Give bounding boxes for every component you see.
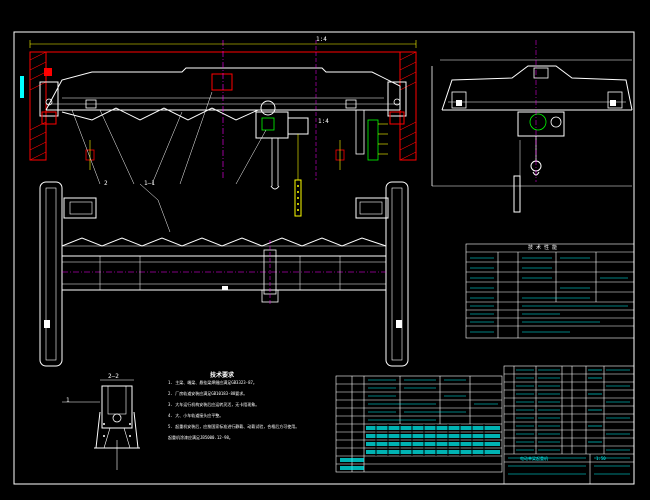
- material-table-dense: [340, 426, 500, 470]
- title-block-scale: 1:50: [596, 456, 606, 461]
- notes-block: 1. 主梁、端梁、悬挂梁焊缝应满足GB3323-87。 2. 厂房轨道安装应满足…: [168, 380, 332, 446]
- notes-title: 技术要求: [210, 372, 235, 379]
- material-table-dividers: [375, 424, 485, 456]
- parts-list-grid: [503, 365, 635, 485]
- detail-section: [62, 379, 140, 470]
- note-line: 1. 主梁、端梁、悬挂梁焊缝应满足GB3323-87。: [168, 380, 257, 385]
- side-elevation: [431, 40, 633, 213]
- plan-view: [39, 181, 409, 367]
- parts-list-text: [508, 369, 630, 475]
- view-label-a: 1: [66, 397, 70, 404]
- note-line: 2. 厂房轨道安装应满足GB10183-88要求。: [168, 391, 248, 396]
- note-line: 起重机涂漆应满足JB5000.12-98。: [168, 435, 233, 440]
- title-block-name: 电动单梁起重机: [520, 456, 548, 461]
- spec-table-grid: [465, 243, 635, 339]
- section-mark: 1—1: [144, 180, 155, 187]
- detail-mark: 2—2: [108, 373, 119, 380]
- sub-scale-mark: 1:4: [318, 118, 329, 125]
- spec-table-title: 技 术 性 能: [528, 245, 558, 251]
- note-line: 5. 起重机安装后，应按国家标准进行静载、动载试验，合格后方可使用。: [168, 424, 300, 429]
- material-table-grid: [335, 375, 503, 473]
- material-table-cells: [368, 379, 498, 421]
- view-label-b: 2: [104, 180, 108, 187]
- note-line: 3. 大车运行机构安装后应运转灵活，无卡阻现象。: [168, 402, 260, 407]
- note-line: 4. 大、小车轨道接头应平整。: [168, 413, 224, 418]
- top-scale-mark: 1:4: [316, 36, 327, 43]
- spec-table-fills: [470, 257, 628, 333]
- front-elevation: [20, 40, 417, 217]
